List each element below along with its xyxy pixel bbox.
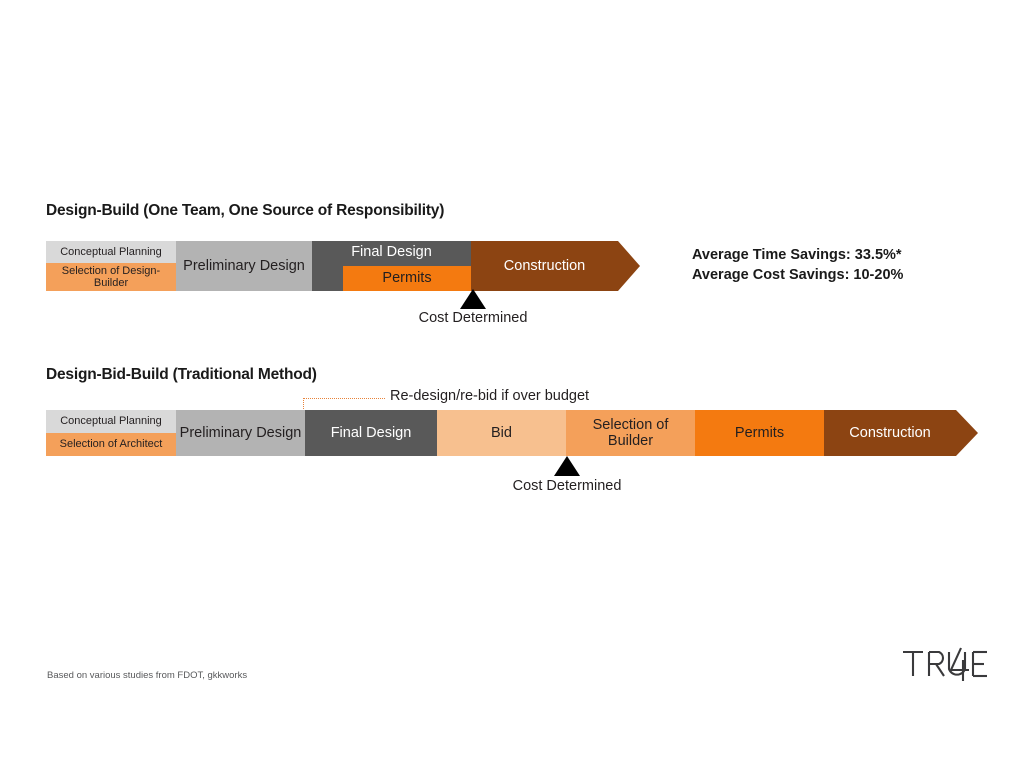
- segment-label: Construction: [503, 257, 586, 274]
- arrow-tip-icon: [956, 410, 978, 456]
- redesign-dotted-horizontal: [303, 398, 385, 399]
- segment-label: Bid: [491, 424, 512, 441]
- segment-conceptual-planning[interactable]: Conceptual Planning: [46, 410, 176, 433]
- cost-determined-marker-icon: [460, 289, 486, 309]
- arrow-tip-icon: [618, 241, 640, 291]
- cost-determined-label: Cost Determined: [418, 310, 528, 326]
- segment-selection-of-design-builder[interactable]: Selection of Design-Builder: [46, 263, 176, 291]
- true-logo: [899, 640, 991, 692]
- redesign-dotted-vertical: [303, 398, 304, 411]
- true-logo-icon: [903, 647, 987, 681]
- segment-preliminary-design[interactable]: Preliminary Design: [176, 410, 305, 456]
- segment-label: Final Design: [351, 244, 432, 260]
- savings-time: Average Time Savings: 33.5%*: [692, 247, 902, 263]
- savings-callout: Average Time Savings: 33.5%* Average Cos…: [692, 246, 903, 285]
- cost-determined-label: Cost Determined: [512, 478, 622, 494]
- segment-label: Conceptual Planning: [60, 415, 162, 428]
- segment-bid[interactable]: Bid: [437, 410, 566, 456]
- segment-label: Preliminary Design: [179, 424, 302, 441]
- segment-label: Selection of Builder: [592, 416, 669, 449]
- segment-conceptual-planning[interactable]: Conceptual Planning: [46, 241, 176, 263]
- segment-label: Final Design: [330, 424, 412, 441]
- redesign-label: Re-design/re-bid if over budget: [390, 388, 590, 404]
- design-build-title: Design-Build (One Team, One Source of Re…: [46, 202, 445, 219]
- savings-cost: Average Cost Savings: 10-20%: [692, 266, 904, 283]
- segment-label: Selection of Architect: [59, 438, 163, 451]
- segment-preliminary-design[interactable]: Preliminary Design: [176, 241, 312, 291]
- segment-label: Conceptual Planning: [60, 245, 162, 258]
- segment-label: Selection of Design-Builder: [61, 264, 161, 289]
- source-note: Based on various studies from FDOT, gkkw…: [47, 670, 248, 681]
- segment-label: Construction: [849, 424, 931, 441]
- segment-label: Permits: [734, 424, 785, 441]
- segment-label: Permits: [382, 270, 432, 287]
- segment-selection-of-builder[interactable]: Selection of Builder: [566, 410, 695, 456]
- cost-determined-marker-icon: [554, 456, 580, 476]
- segment-final-design[interactable]: Final Design: [305, 410, 437, 456]
- segment-construction[interactable]: Construction: [824, 410, 956, 456]
- design-bid-build-title: Design-Bid-Build (Traditional Method): [46, 366, 317, 383]
- segment-label: Preliminary Design: [183, 257, 305, 274]
- segment-permits[interactable]: Permits: [343, 266, 471, 291]
- segment-selection-of-architect[interactable]: Selection of Architect: [46, 433, 176, 456]
- segment-permits[interactable]: Permits: [695, 410, 824, 456]
- segment-construction[interactable]: Construction: [471, 241, 618, 291]
